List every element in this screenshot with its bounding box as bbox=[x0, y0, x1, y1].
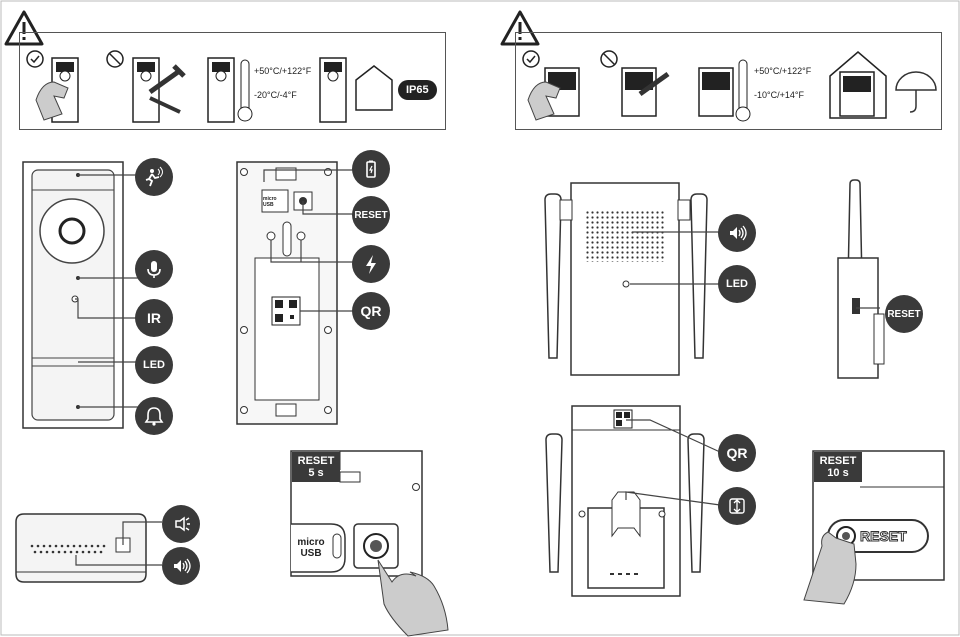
reset-badge-left: RESET bbox=[352, 196, 390, 234]
temp-high-label-right: +50°C/+122°F bbox=[754, 66, 812, 76]
ip-rating-badge: IP65 bbox=[398, 80, 437, 100]
microphone-icon bbox=[147, 261, 161, 278]
siren-icon-badge bbox=[162, 505, 200, 543]
reset-10s-line1: RESET bbox=[819, 455, 857, 467]
temp-high-label-left: +50°C/+122°F bbox=[254, 66, 312, 76]
prohibited-icon-right bbox=[600, 50, 618, 73]
temp-low-label-left: -20°C/-4°F bbox=[254, 90, 297, 100]
reset-10s-tag: RESET 10 s bbox=[814, 452, 862, 482]
reset-5s-line1: RESET bbox=[297, 455, 335, 467]
bell-icon bbox=[144, 407, 164, 426]
check-icon-left bbox=[26, 50, 44, 73]
motion-icon-badge bbox=[135, 158, 173, 196]
led-badge-left: LED bbox=[135, 346, 173, 384]
speaker-icon bbox=[730, 225, 747, 241]
reset-5s-line2: 5 s bbox=[308, 467, 324, 479]
lightning-icon-badge bbox=[352, 245, 390, 283]
reset-button-label: RESET bbox=[860, 528, 908, 545]
qr-badge-right: QR bbox=[718, 434, 756, 472]
prohibited-icon-left bbox=[106, 50, 124, 73]
reset-5s-tag: RESET 5 s bbox=[292, 452, 340, 482]
mount-icon-badge bbox=[718, 487, 756, 525]
extender-side-view bbox=[837, 179, 885, 379]
check-icon-right bbox=[522, 50, 540, 73]
extender-front-leaders bbox=[630, 231, 720, 285]
microphone-icon-badge bbox=[135, 250, 173, 288]
mount-icon bbox=[729, 498, 745, 514]
micro-usb-label-small: micro USB bbox=[263, 196, 277, 208]
extender-front-view bbox=[544, 182, 708, 376]
reset-10s-line2: 10 s bbox=[827, 467, 849, 479]
doorbell-back-view bbox=[236, 161, 338, 425]
qr-badge-left: QR bbox=[352, 292, 390, 330]
doorbell-front-view bbox=[22, 161, 124, 429]
led-badge-right: LED bbox=[718, 265, 756, 303]
speaker-icon bbox=[174, 558, 191, 574]
extender-back-leaders bbox=[625, 419, 721, 506]
warning-icon-left bbox=[4, 10, 44, 51]
speaker-icon-badge-extender bbox=[718, 214, 756, 252]
battery-icon-badge bbox=[352, 150, 390, 188]
temp-low-label-right: -10°C/+14°F bbox=[754, 90, 804, 100]
doorbell-front-leaders bbox=[75, 174, 139, 415]
motion-icon bbox=[145, 166, 163, 187]
safety-panel-left bbox=[19, 32, 446, 130]
reset-badge-right: RESET bbox=[885, 295, 923, 333]
chime-leaders bbox=[75, 521, 162, 566]
speaker-icon-badge-chime bbox=[162, 547, 200, 585]
lightning-icon bbox=[366, 255, 376, 274]
ir-badge: IR bbox=[135, 299, 173, 337]
warning-icon-right bbox=[500, 10, 540, 51]
extender-back-view bbox=[545, 405, 705, 597]
chime-device-view bbox=[15, 513, 147, 583]
micro-usb-label-zoom: micro USB bbox=[297, 537, 325, 559]
safety-panel-right bbox=[515, 32, 942, 130]
bell-icon-badge bbox=[135, 397, 173, 435]
battery-icon bbox=[366, 160, 376, 178]
siren-icon bbox=[175, 516, 190, 532]
doorbell-back-leaders bbox=[263, 169, 360, 312]
